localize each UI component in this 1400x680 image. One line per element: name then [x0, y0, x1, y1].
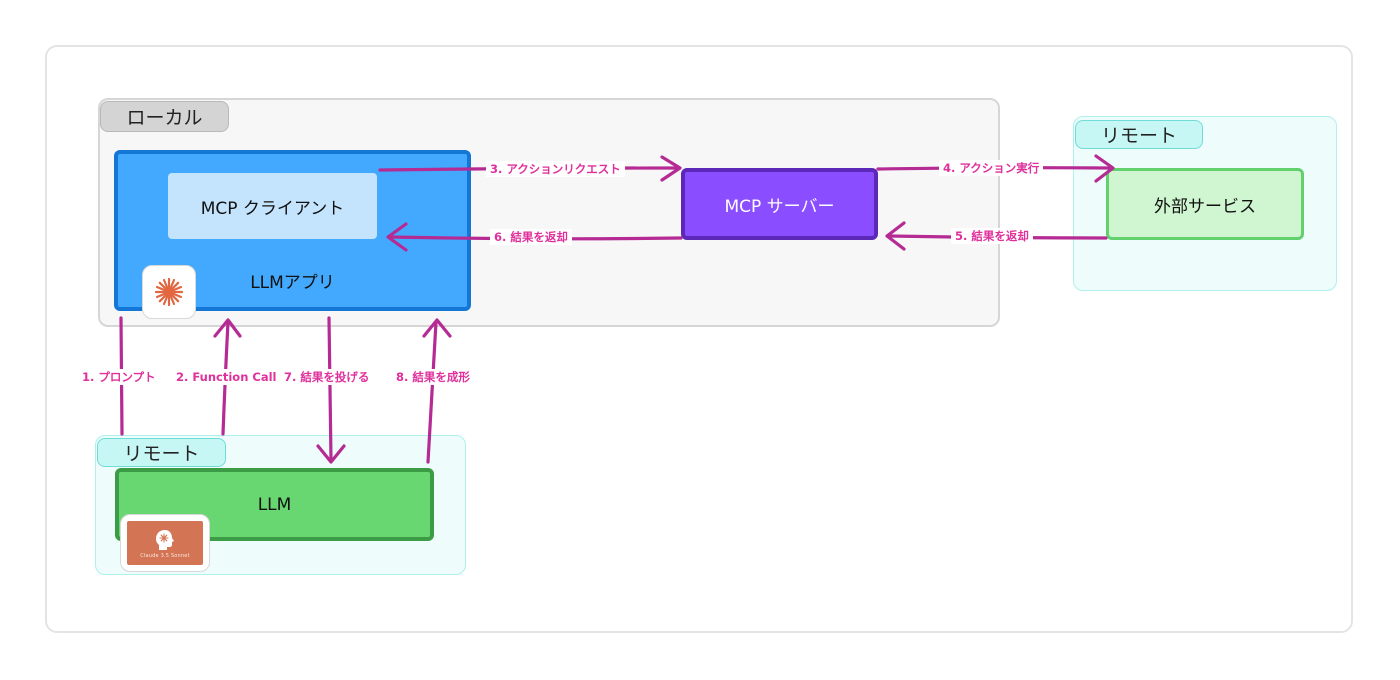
- mcp-server-node[interactable]: MCP サーバー: [681, 168, 878, 240]
- edge-label-3: 3. アクションリクエスト: [486, 161, 625, 177]
- claude-sonnet-logo: Claude 3.5 Sonnet: [120, 514, 210, 572]
- sonnet-caption: Claude 3.5 Sonnet: [140, 552, 190, 559]
- edge-label-8: 8. 結果を成形: [392, 369, 474, 385]
- edge-label-4: 4. アクション実行: [939, 160, 1044, 176]
- head-silhouette-icon: [156, 529, 174, 550]
- edge-label-5: 5. 結果を返却: [951, 228, 1033, 244]
- edge-label-6: 6. 結果を返却: [490, 229, 572, 245]
- external-service-node[interactable]: 外部サービス: [1106, 168, 1304, 240]
- edge-label-7: 7. 結果を投げる: [280, 369, 374, 385]
- sonnet-card: Claude 3.5 Sonnet: [127, 521, 203, 565]
- edge-label-2: 2. Function Call: [172, 369, 281, 385]
- llm-app-label: LLMアプリ: [250, 273, 335, 293]
- mcp-client-node[interactable]: MCP クライアント: [168, 173, 377, 239]
- local-zone-label: ローカル: [100, 101, 229, 132]
- claude-starburst-icon: [154, 277, 184, 307]
- remote-zone-right-label: リモート: [1075, 120, 1203, 149]
- claude-logo-icon: [142, 265, 196, 319]
- remote-zone-bottom-label: リモート: [97, 438, 226, 467]
- edge-label-1: 1. プロンプト: [78, 369, 160, 385]
